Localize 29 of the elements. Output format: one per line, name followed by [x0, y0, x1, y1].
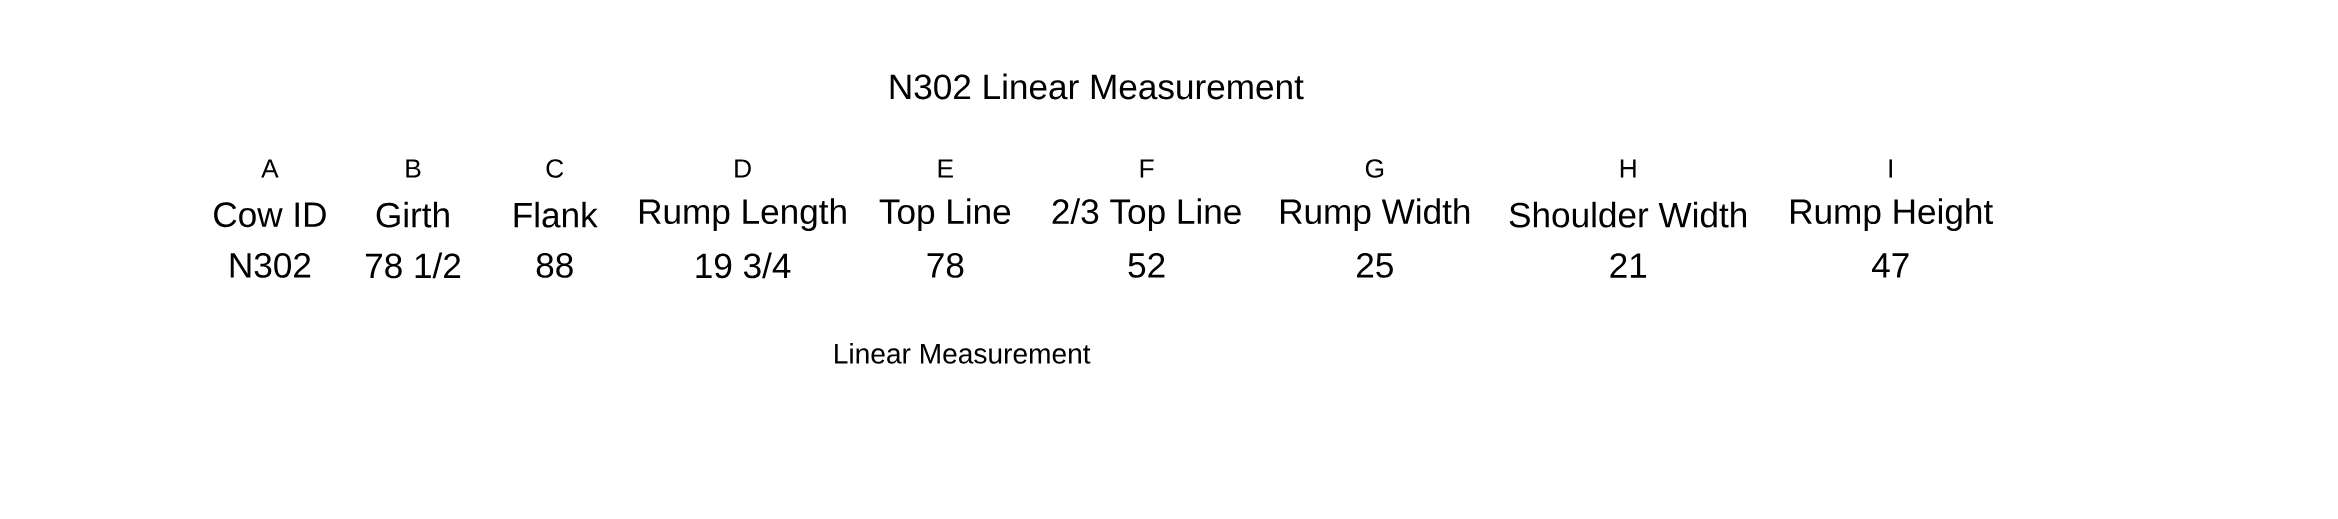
column-letter: I	[1889, 159, 1892, 178]
column-header: Rump Width	[1281, 198, 1470, 232]
column-header: Rump Length	[639, 198, 846, 232]
table-cell: 78 1/2	[366, 252, 461, 279]
column-letter: D	[735, 159, 751, 178]
column-letter: B	[406, 159, 421, 178]
column-letter: A	[261, 159, 279, 178]
table-cell: 78	[927, 252, 964, 278]
column-letter: H	[1620, 159, 1636, 178]
column-header: 2/3 Top Line	[1052, 198, 1241, 232]
column-header: Girth	[376, 201, 449, 228]
column-header: Rump Height	[1791, 198, 1993, 232]
column-header: Shoulder Width	[1509, 201, 1746, 228]
column-letter: C	[546, 159, 564, 178]
table-cell: 21	[1610, 253, 1647, 278]
table-cell: N302	[230, 252, 311, 278]
column-letter: F	[1140, 159, 1154, 178]
column-letter: E	[938, 159, 953, 178]
table-cell: 25	[1357, 252, 1393, 278]
column-letter: G	[1365, 159, 1384, 178]
column-header: Flank	[514, 201, 598, 228]
table-cell: 19 3/4	[696, 252, 791, 279]
column-header: Top Line	[879, 198, 1011, 232]
table-cell: 47	[1872, 253, 1909, 278]
table-cell: 88	[536, 252, 573, 278]
title: N302 Linear Measurement	[890, 73, 1304, 100]
table-cell: 52	[1128, 252, 1165, 278]
column-header: Cow ID	[214, 202, 326, 228]
note: Linear Measurement	[835, 343, 1091, 364]
